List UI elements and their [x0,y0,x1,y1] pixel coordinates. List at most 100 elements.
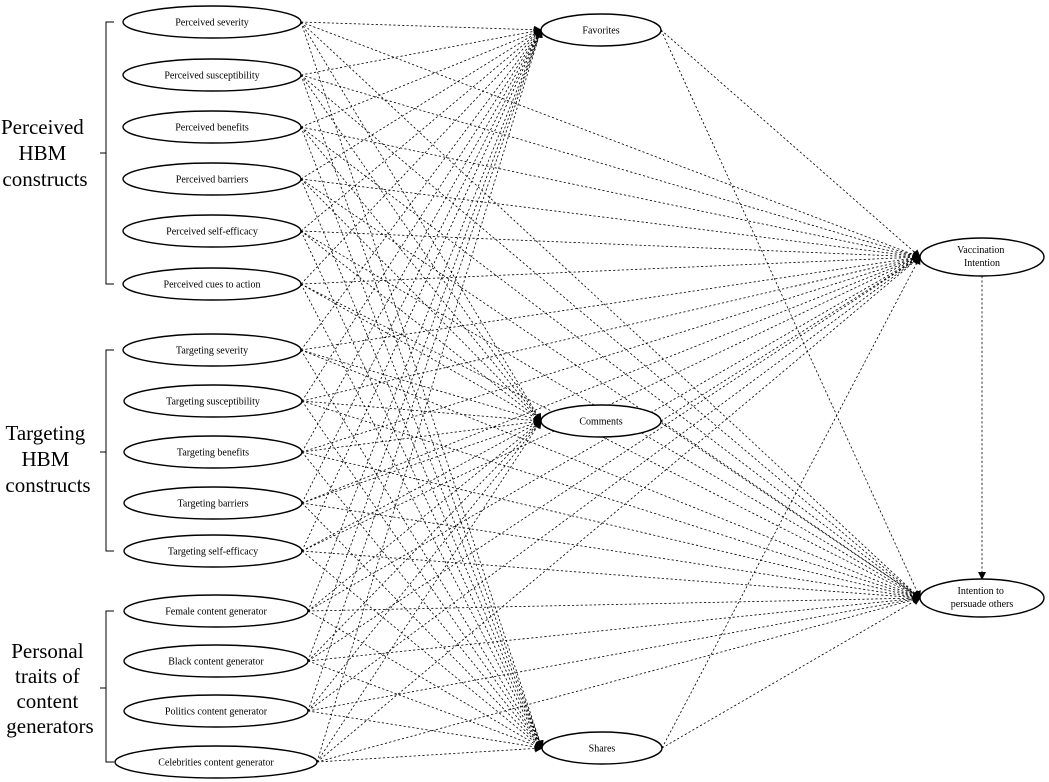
path-arrow [307,420,542,612]
path-arrow [307,420,542,662]
svg-text:Shares: Shares [589,744,616,755]
mediator-node: Favorites [540,13,662,47]
path-arrow [300,230,921,261]
path-arrow [307,420,542,712]
traits-bracket [100,610,114,763]
path-arrow [301,29,542,552]
path-arrow [316,595,921,763]
group-label-traits: Personal traits of content generators [6,639,93,738]
path-arrow [301,29,542,402]
path-arrow [301,420,542,552]
svg-text:Perceived susceptibility: Perceived susceptibility [164,71,259,82]
predictor-node: Perceived susceptibility [122,58,302,92]
path-arrow [300,283,542,422]
path-arrow [300,254,921,351]
path-arrow [300,29,542,180]
path-arrow [300,283,921,599]
predictor-node: Perceived cues to action [122,267,302,301]
path-arrow [300,126,921,599]
path-arrow [316,256,921,763]
path-arrow [300,178,543,749]
path-arrow [300,178,921,599]
path-arrow [301,419,542,504]
svg-text:Favorites: Favorites [582,26,619,37]
path-arrow [300,21,542,422]
path-arrow [301,254,921,402]
path-arrow [307,29,543,712]
svg-text:Targeting benefits: Targeting benefits [177,448,249,459]
path-arrow [300,21,921,259]
path-arrow [300,349,543,749]
path-arrow [300,253,921,285]
outcome-node: Vaccination Intention [919,237,1045,277]
predictor-node: Targeting barriers [123,486,303,520]
path-arrow [307,256,921,662]
path-arrow [301,256,921,552]
path-arrow [316,744,543,763]
path-arrow [301,29,542,453]
svg-text:Targeting severity: Targeting severity [176,346,248,357]
svg-text:Perceived self-efficacy: Perceived self-efficacy [166,227,258,238]
path-arrow [300,283,543,749]
svg-text:Targeting barriers: Targeting barriers [177,499,248,510]
path-arrow [300,28,542,128]
path-arrow [307,710,543,751]
path-arrow [301,502,543,749]
predictor-node: Targeting self-efficacy [123,534,303,568]
path-arrow [300,27,542,76]
svg-text:Female content generator: Female content generator [165,607,267,618]
path-arrow [307,660,543,750]
path-arrow [300,349,921,600]
path-arrow [307,29,543,612]
path-arrow [307,29,543,662]
svg-text:Perceived barriers: Perceived barriers [176,175,249,186]
svg-text:Perceived benefits: Perceived benefits [175,123,249,134]
path-arrow [301,451,543,749]
path-arrow [300,29,542,285]
path-arrow [660,256,921,422]
predictor-node: Perceived benefits [122,110,302,144]
svg-text:Politics content generator: Politics content generator [165,707,268,718]
path-arrow [301,29,542,504]
edges-layer [300,21,986,763]
path-arrow [316,420,542,763]
path-arrow [300,74,921,599]
svg-text:Perceived severity: Perceived severity [175,18,249,29]
path-arrow [301,255,921,504]
svg-text:Celebrities content generator: Celebrities content generator [158,758,274,769]
targeting-bracket [100,349,114,552]
path-arrow [300,21,542,34]
path-arrow [300,74,921,259]
path-arrow [300,126,544,749]
mediator-node: Comments [540,404,662,438]
predictor-node: Female content generator [123,594,309,628]
predictor-node: Targeting severity [122,333,302,367]
path-arrow [660,29,921,258]
group-label-perceived: Perceived HBM constructs [1,115,89,191]
svg-text:Comments: Comments [579,417,622,428]
predictor-node: Targeting benefits [123,435,303,469]
path-arrow [300,349,542,423]
path-arrow [301,400,542,425]
svg-text:Targeting susceptibility: Targeting susceptibility [166,397,260,408]
predictor-node: Perceived barriers [122,162,302,196]
svg-text:Black content generator: Black content generator [168,657,264,668]
path-arrow [300,74,544,749]
perceived-bracket [100,21,114,285]
path-arrow [300,29,542,232]
path-arrow [300,21,921,599]
path-arrow [307,594,921,612]
path-arrow [660,29,921,599]
path-arrow [300,178,542,422]
path-arrow [301,400,543,749]
predictor-node: Perceived self-efficacy [122,214,302,248]
predictor-node: Perceived severity [122,5,302,39]
path-arrow [301,417,542,453]
path-arrow [300,29,542,351]
svg-text:Vaccination Intention: Vaccination Intention [957,245,1007,269]
svg-text:Targeting self-efficacy: Targeting self-efficacy [168,547,258,558]
path-arrow [301,502,921,601]
predictor-node: Celebrities content generator [114,745,318,779]
path-arrow [660,420,921,599]
